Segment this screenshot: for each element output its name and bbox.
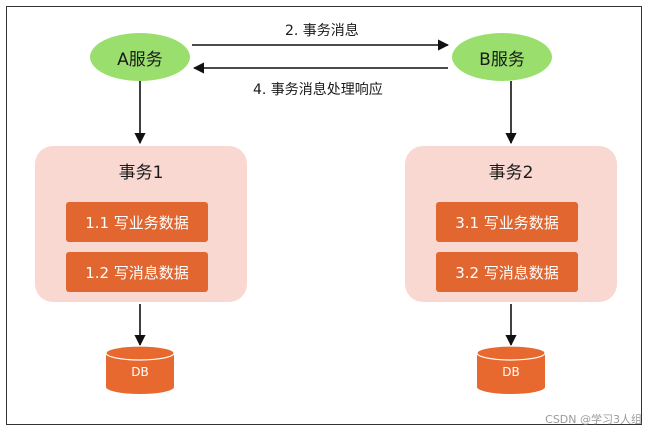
database-1-label: DB [131,365,149,379]
database-2: DB [476,345,546,395]
transaction-2: 事务2 3.1 写业务数据 3.2 写消息数据 [405,146,617,302]
service-a: A服务 [90,33,190,81]
transaction-2-step-1: 3.1 写业务数据 [436,202,578,242]
message-reply-label: 4. 事务消息处理响应 [253,82,383,98]
service-a-label: A服务 [117,49,163,70]
transaction-2-step-2: 3.2 写消息数据 [436,252,578,292]
watermark: CSDN @学习3人组 [545,413,642,426]
database-2-cylinder-icon [476,345,546,394]
transaction-1: 事务1 1.1 写业务数据 1.2 写消息数据 [35,146,247,302]
database-1-cylinder-icon [105,345,175,394]
transaction-2-title: 事务2 [488,163,534,183]
message-send-label: 2. 事务消息 [285,23,359,39]
database-2-label: DB [502,365,520,379]
transaction-1-step-2: 1.2 写消息数据 [66,252,208,292]
service-b: B服务 [452,33,552,81]
database-1: DB [105,345,175,395]
service-b-label: B服务 [479,49,525,70]
transaction-1-step-1: 1.1 写业务数据 [66,202,208,242]
transaction-1-title: 事务1 [118,163,164,183]
